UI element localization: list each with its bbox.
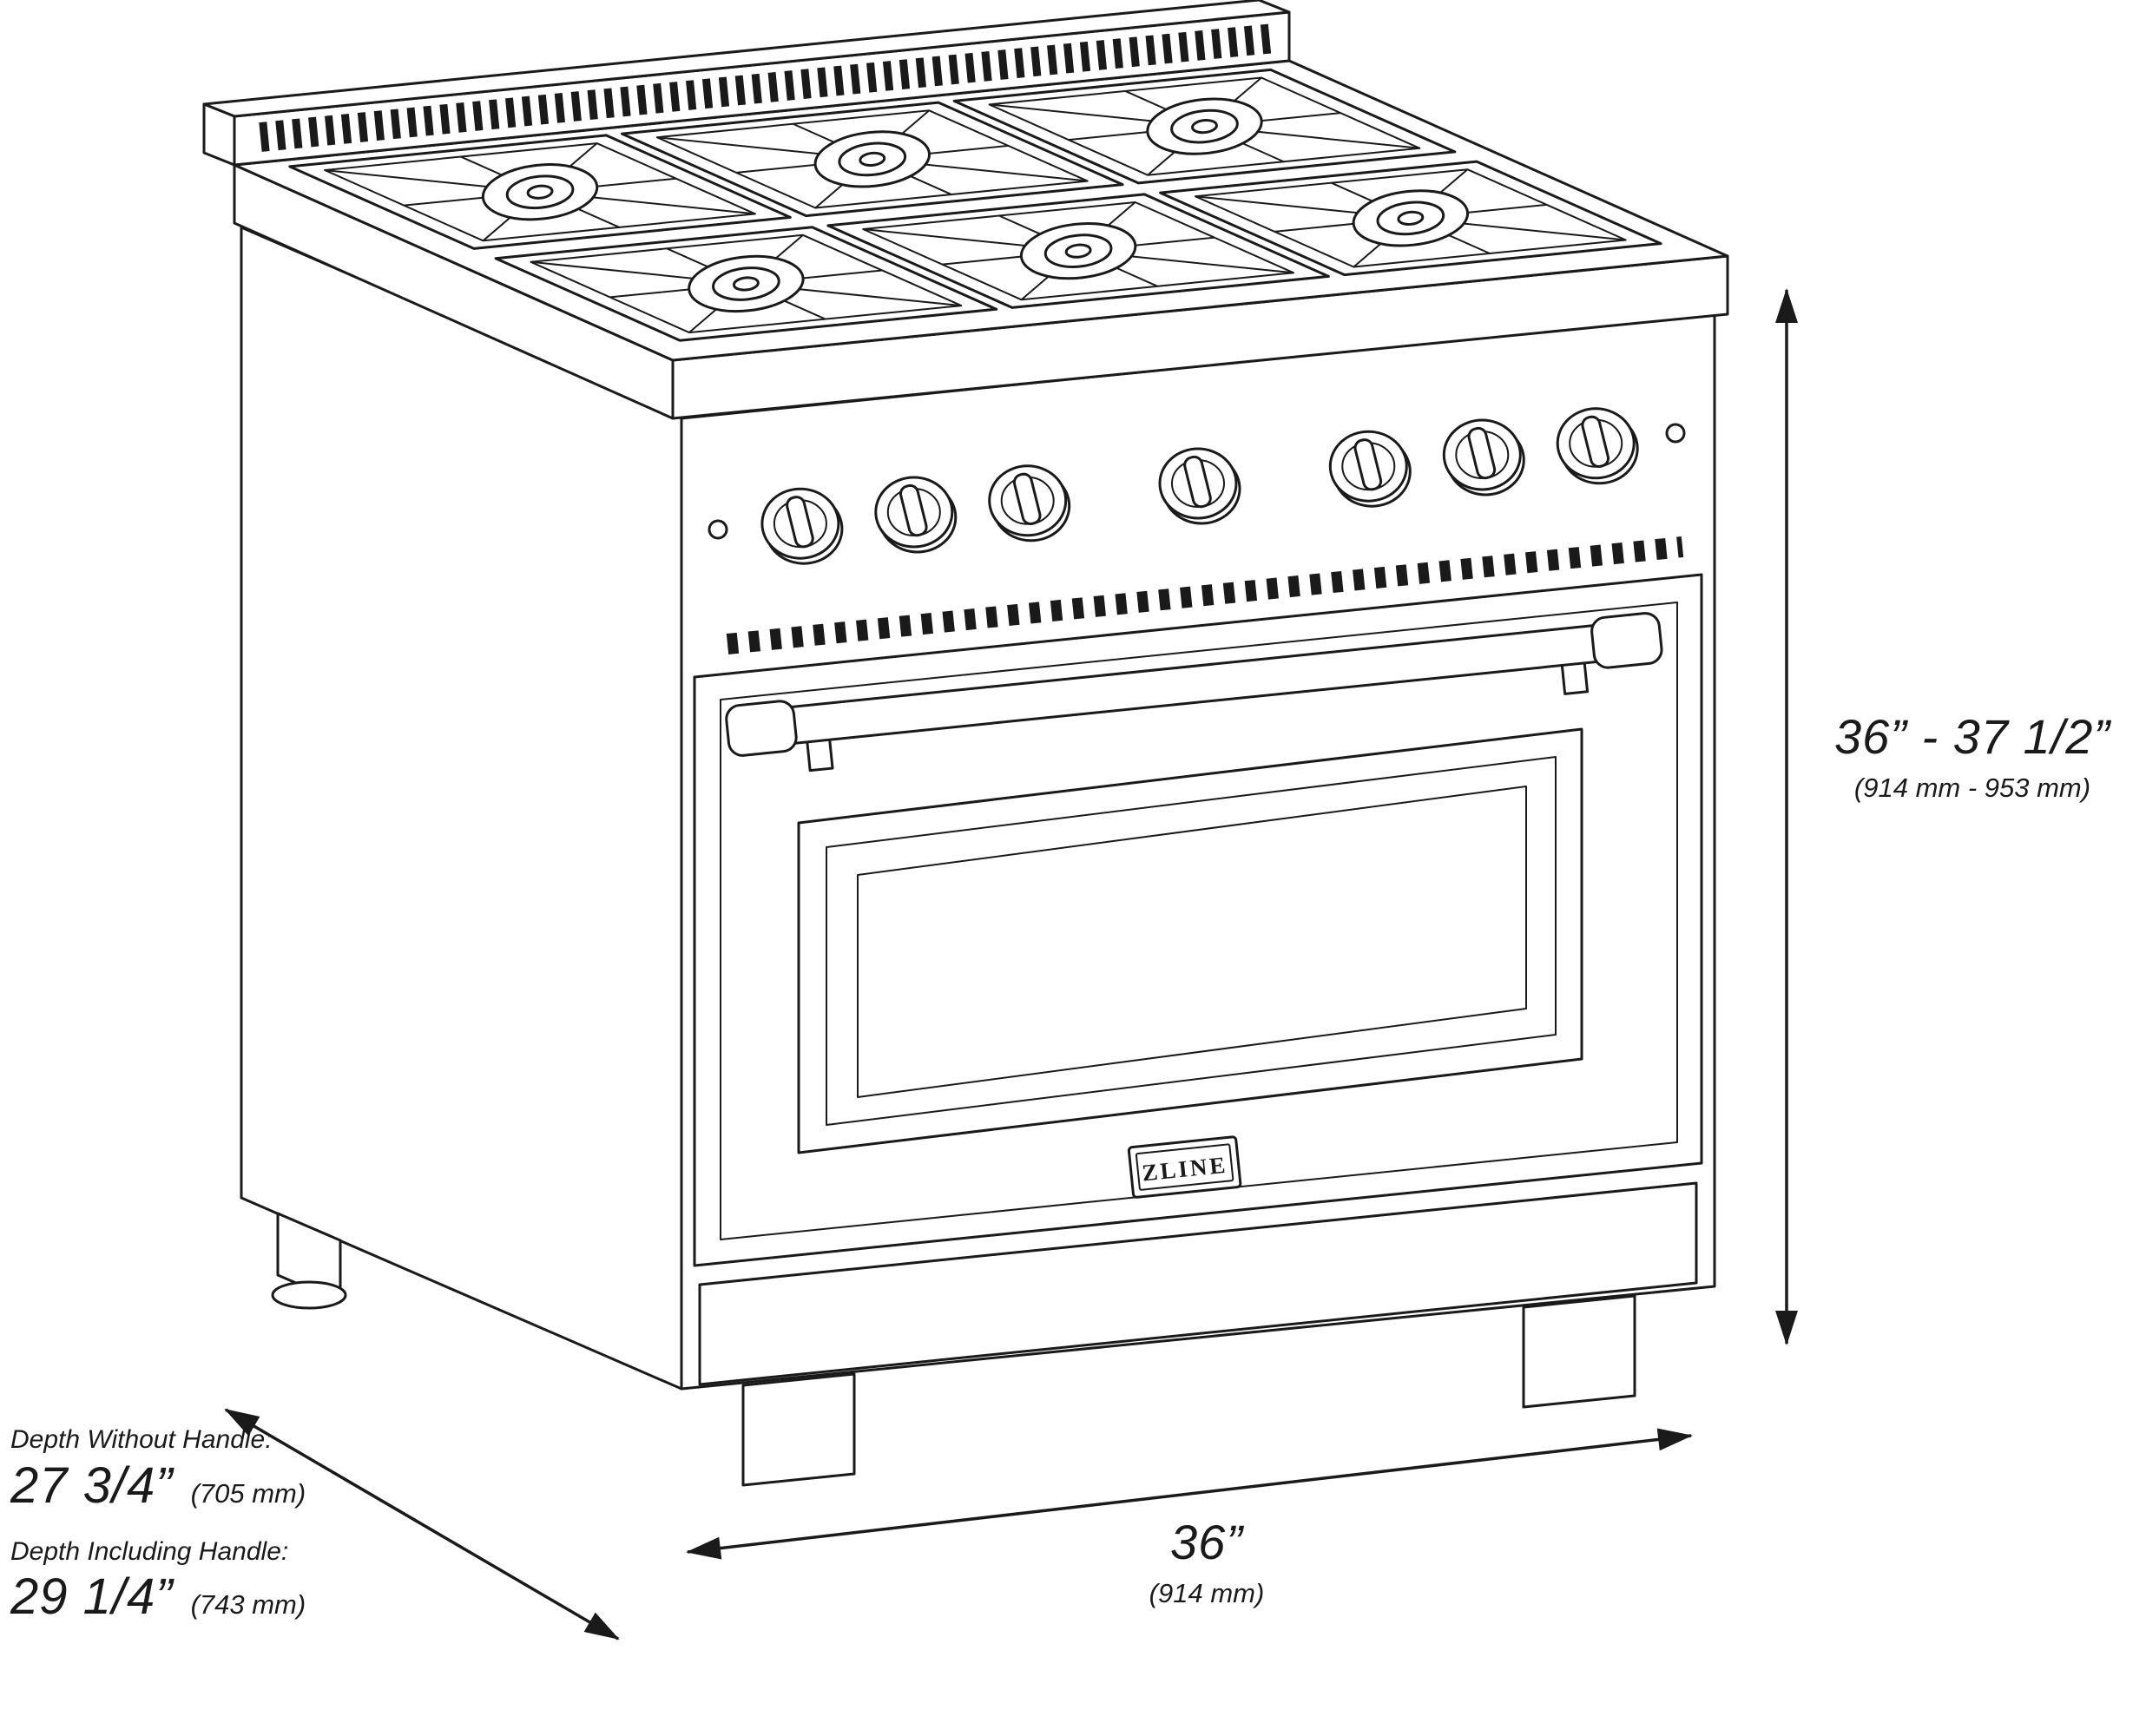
burner-cap [1397,210,1425,226]
depth-including-handle-title: Depth Including Handle: [10,1536,289,1566]
leveling-foot-front-left [741,1372,856,1487]
control-knob [874,476,958,554]
backguard-rail [202,0,1291,167]
knob-grip [1467,426,1497,480]
storage-drawer-panel [698,1181,1698,1386]
control-knobs [708,407,1686,565]
burner-grate [1159,160,1662,277]
depth-without-handle-value: 27 3/4” [10,1457,174,1514]
knob-grip [1353,438,1383,491]
control-knob [1442,418,1525,496]
knob-grip [786,496,814,549]
backguard-vents [259,23,1276,152]
knob-grip [1012,472,1042,526]
zline-badge: ZLINE [1127,1135,1242,1199]
width-dimension-arrow [686,1428,1693,1560]
control-knob [1158,447,1241,525]
control-knob [1556,407,1639,485]
width-value: 36” [1170,1515,1243,1569]
height-metric: (914 mm - 953 mm) [1853,772,2091,803]
indicator-light [1665,423,1686,444]
burner-grate [621,101,1124,218]
burner-grate [952,68,1457,185]
burner-grate [494,226,998,342]
indicator-light [708,519,728,540]
leveling-foot-front-right [1522,1294,1636,1409]
oven-vent-strip [726,536,1684,654]
depth-dimension-labels: Depth Without Handle: 27 3/4” (705 mm) D… [10,1425,306,1626]
width-dimension-label: 36” (914 mm) [1024,1515,1389,1608]
burner-cap [1064,243,1092,259]
oven-window [797,727,1583,1154]
burner-cap [859,151,886,168]
control-knob [760,487,844,565]
width-metric: (914 mm) [1149,1577,1265,1608]
cooktop-grates [288,68,1662,342]
knob-grip [899,483,928,537]
knob-grip [1581,415,1610,469]
depth-without-handle-title: Depth Without Handle: [10,1425,273,1454]
control-knob [988,464,1071,542]
depth-without-handle-metric: (705 mm) [190,1477,306,1509]
cabinet-side-panel [240,226,683,1391]
depth-including-handle-value: 29 1/4” [10,1568,174,1626]
burner-grate [288,134,792,250]
handle-end-cap [1590,612,1663,669]
depth-dimension-arrow [224,1408,620,1641]
burner-grate [826,193,1330,309]
burner-cap [526,184,554,200]
control-knob [1328,430,1412,508]
oven-door [693,573,1703,1267]
oven-door-handle [725,612,1663,773]
knob-grip [1183,455,1212,509]
handle-end-cap [725,700,798,757]
burner-cap [1191,118,1218,135]
height-dimension-label: 36” - 37 1/2” (914 mm - 953 mm) [1799,709,2146,803]
burner-cap [732,276,760,292]
depth-including-handle-metric: (743 mm) [190,1589,306,1621]
height-value: 36” - 37 1/2” [1833,709,2111,764]
